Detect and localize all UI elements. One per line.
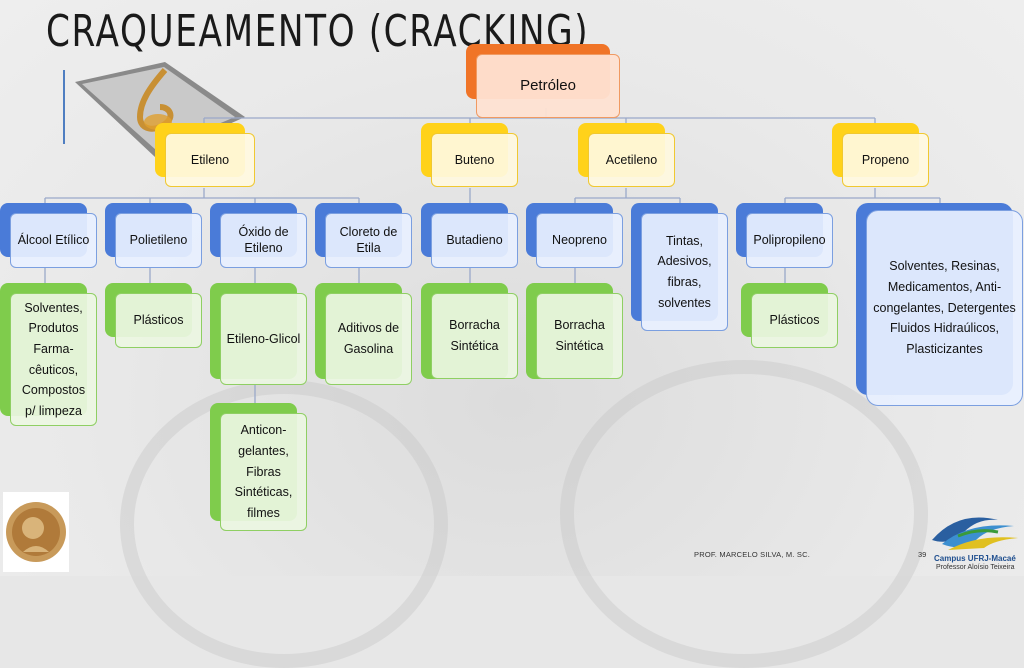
university-seal-logo xyxy=(3,492,69,572)
title-accent-line xyxy=(63,70,65,144)
node-root-label: Petróleo xyxy=(476,54,620,118)
campus-logo: Campus UFRJ-Macaé Professor Aloísio Teix… xyxy=(928,510,1022,574)
wave-logo-icon xyxy=(932,517,1018,550)
logo-campus-text: Campus UFRJ-Macaé xyxy=(934,554,1016,563)
logo-professor-text: Professor Aloísio Teixeira xyxy=(936,564,1015,571)
page-number: 39 xyxy=(918,550,927,559)
footer-author: PROF. MARCELO SILVA, M. SC. xyxy=(694,550,810,559)
